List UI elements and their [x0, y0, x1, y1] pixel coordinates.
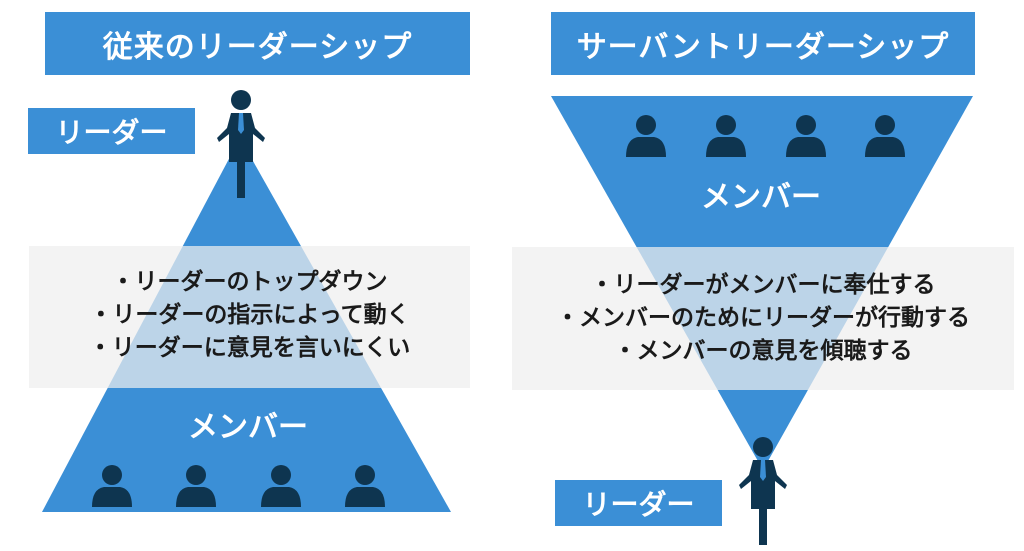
left-members-label: メンバー — [188, 410, 308, 445]
right-point: ・メンバーの意見を傾聴する — [613, 338, 913, 364]
right-point: ・メンバーのためにリーダーが行動する — [556, 305, 970, 331]
right-members-label: メンバー — [701, 180, 821, 215]
left-point: ・リーダーのトップダウン — [111, 269, 388, 295]
right-points: ・リーダーがメンバーに奉仕する ・メンバーのためにリーダーが行動する ・メンバー… — [512, 269, 1014, 368]
left-point: ・リーダーに意見を言いにくい — [88, 335, 411, 361]
left-leader-label: リーダー — [28, 108, 195, 154]
left-points: ・リーダーのトップダウン ・リーダーの指示によって動く ・リーダーに意見を言いに… — [29, 266, 470, 365]
right-leader-label: リーダー — [555, 480, 722, 526]
right-title: サーバントリーダーシップ — [551, 12, 975, 75]
right-point: ・リーダーがメンバーに奉仕する — [590, 272, 936, 298]
left-title: 従来のリーダーシップ — [45, 12, 470, 75]
right-leader-icon — [739, 437, 787, 545]
left-point: ・リーダーの指示によって動く — [89, 302, 410, 328]
left-note-band — [29, 246, 470, 388]
right-note-band — [512, 247, 1014, 390]
